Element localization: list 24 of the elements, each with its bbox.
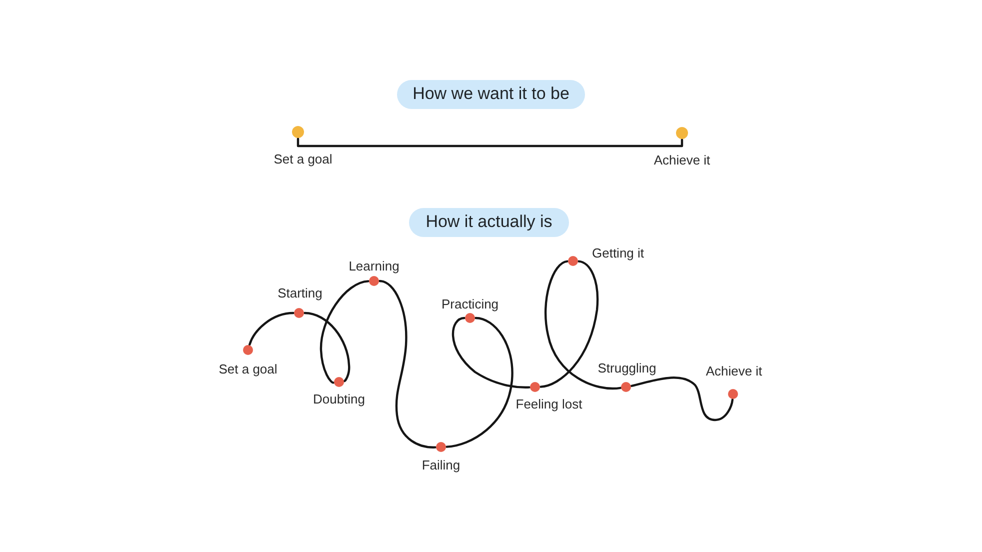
point-label: Getting it bbox=[592, 246, 644, 262]
point-label: Failing bbox=[422, 458, 460, 474]
point-label: Starting bbox=[278, 286, 322, 302]
straight-line bbox=[296, 138, 684, 148]
curved-line bbox=[630, 376, 734, 422]
point-label: Doubting bbox=[312, 392, 366, 408]
point-label: Set a goal bbox=[218, 362, 278, 378]
curved-line bbox=[446, 316, 514, 448]
point-label: Practicing bbox=[441, 298, 499, 312]
point-label: Feeling lost bbox=[516, 398, 582, 412]
point-label: Learning bbox=[348, 260, 400, 274]
section-heading: How we want it to be bbox=[397, 80, 585, 108]
point-label: Achieve it bbox=[654, 154, 710, 168]
curved-line bbox=[544, 260, 622, 390]
curved-line bbox=[452, 316, 530, 388]
curved-line bbox=[540, 260, 599, 388]
curved-line bbox=[304, 312, 350, 382]
curved-line bbox=[378, 280, 436, 448]
section-heading: How it actually is bbox=[409, 208, 569, 236]
point-label: Achieve it bbox=[706, 364, 762, 380]
point-label: Set a goal bbox=[274, 152, 332, 168]
curved-line bbox=[320, 280, 370, 384]
curved-line bbox=[248, 312, 294, 346]
point-label: Struggling bbox=[598, 362, 656, 376]
